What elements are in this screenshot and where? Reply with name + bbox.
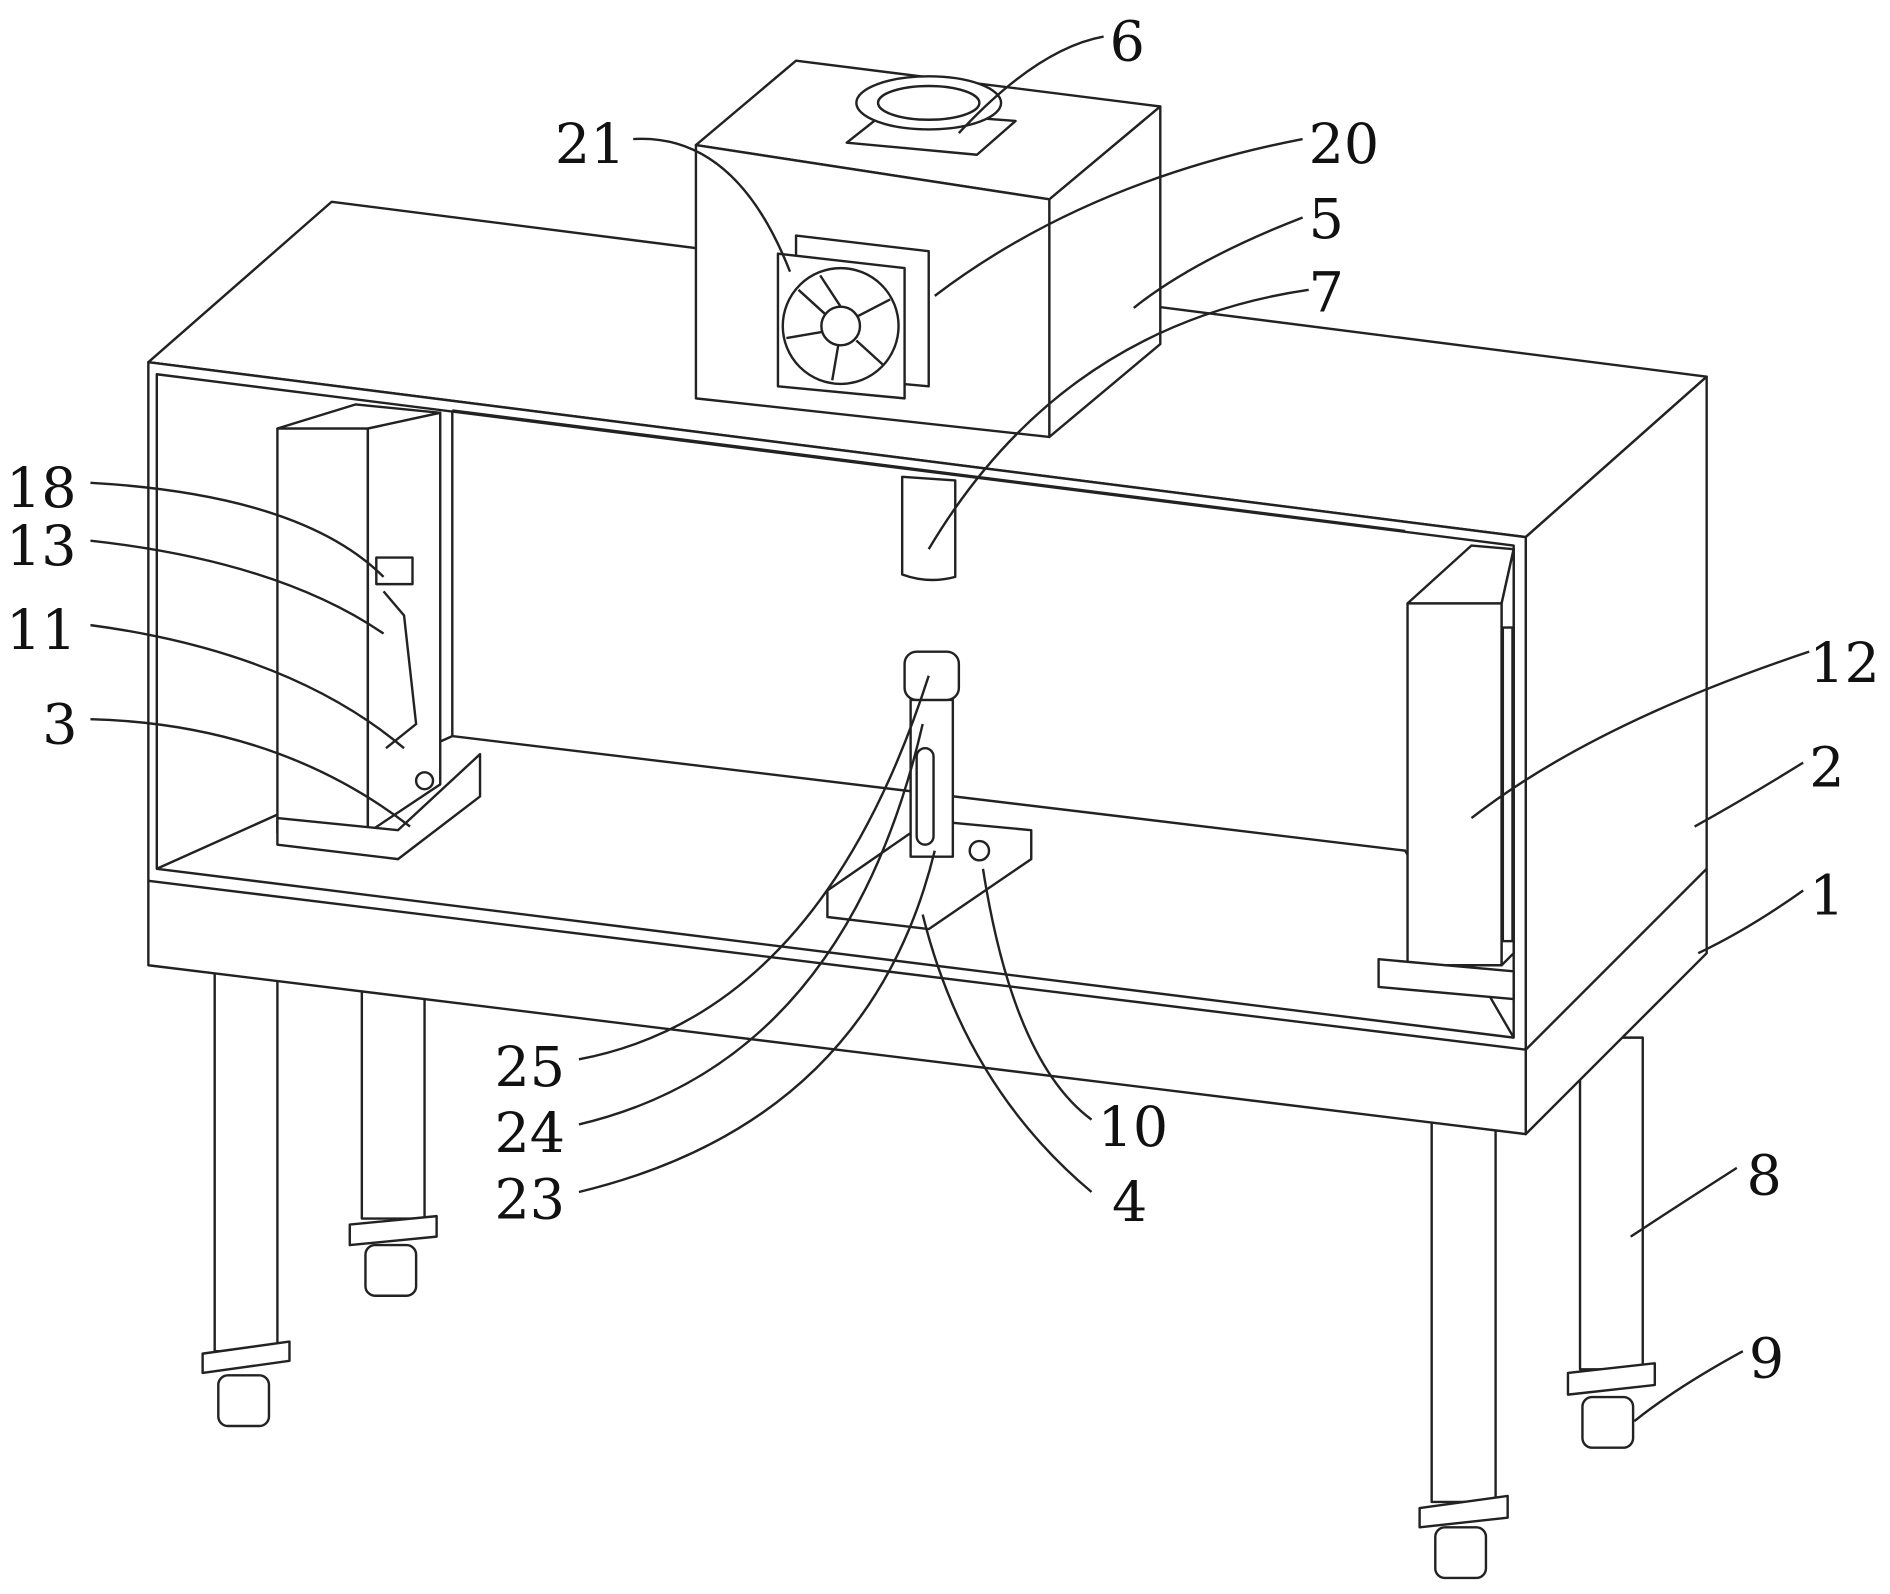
label-11: 11	[6, 599, 77, 663]
label-12: 12	[1809, 632, 1880, 696]
label-24: 24	[495, 1102, 566, 1166]
nozzle-tube	[902, 477, 955, 580]
label-1: 1	[1809, 865, 1844, 929]
label-3: 3	[42, 693, 77, 757]
label-6: 6	[1110, 11, 1145, 75]
label-7: 7	[1309, 262, 1344, 326]
label-18: 18	[6, 457, 77, 521]
top-fan	[847, 76, 1016, 154]
label-21: 21	[555, 113, 626, 177]
label-25: 25	[495, 1036, 566, 1100]
label-5: 5	[1309, 188, 1344, 252]
label-9: 9	[1749, 1328, 1784, 1392]
label-8: 8	[1746, 1144, 1781, 1208]
label-20: 20	[1309, 113, 1380, 177]
front-fan	[778, 236, 929, 399]
label-4: 4	[1112, 1171, 1147, 1235]
label-10: 10	[1098, 1096, 1169, 1160]
label-23: 23	[495, 1169, 566, 1233]
label-13: 13	[6, 515, 77, 579]
label-2: 2	[1809, 737, 1844, 801]
